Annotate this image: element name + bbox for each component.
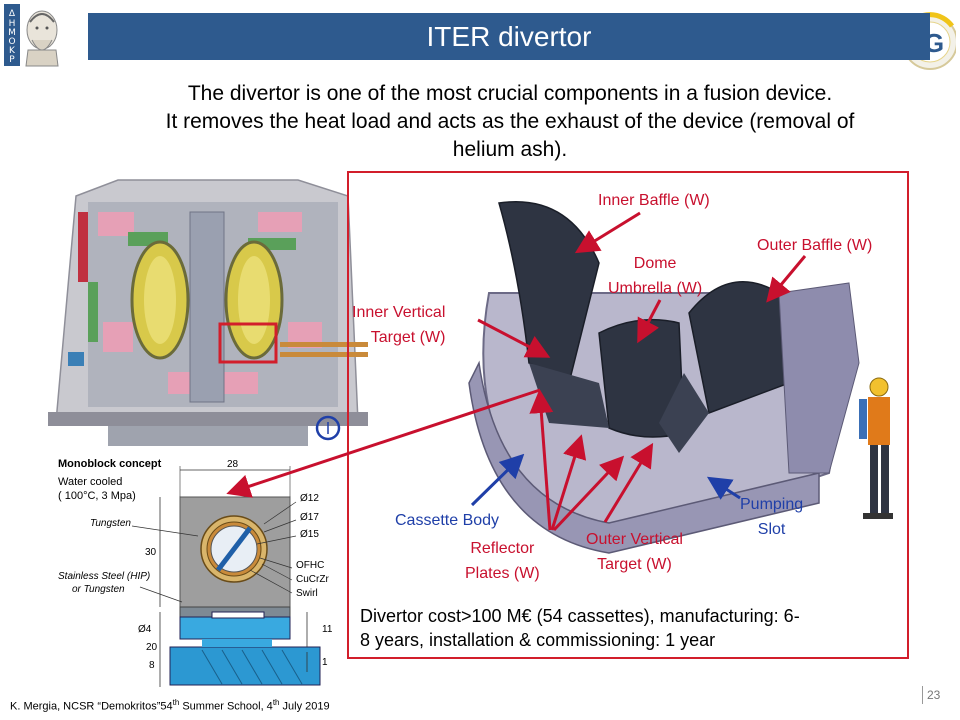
page-number-divider <box>922 686 923 704</box>
footer-part-2: Summer School, 4 <box>179 700 273 713</box>
footer-sup-2: th <box>272 698 280 707</box>
dim-width-label: 28 <box>227 459 239 470</box>
pumping-line-1: Pumping <box>740 496 804 513</box>
footer-part-3: July 2019 <box>279 700 330 713</box>
monoblock-drawing <box>52 452 347 687</box>
outer-baffle-label: Outer Baffle (W) <box>757 237 873 254</box>
dim-d17-label: Ø17 <box>300 512 319 523</box>
demokritos-logo: Δ Η Μ Ο Κ Ρ <box>2 2 62 68</box>
outer-vertical-target-label: Outer Vertical Target (W) <box>586 527 683 577</box>
dim-11-label: 11 <box>322 624 333 635</box>
tokamak-cutaway-image <box>48 172 368 452</box>
ovt-line-1: Outer Vertical <box>586 531 683 548</box>
dome-line-1: Dome <box>633 255 677 272</box>
tungsten-label: Tungsten <box>90 518 131 529</box>
dim-height-label: 30 <box>145 547 157 558</box>
dim-1-label: 1 <box>322 657 328 668</box>
dome-line-2: Umbrella (W) <box>608 280 703 297</box>
water-line-2: ( 100°C, 3 Mpa) <box>58 490 136 502</box>
cost-line-2: 8 years, installation & commissioning: 1… <box>360 630 716 650</box>
dome-umbrella-label: Dome Umbrella (W) <box>608 251 702 301</box>
dim-8-label: 8 <box>149 660 155 671</box>
footer-sup-1: th <box>172 698 180 707</box>
reflector-line-2: Plates (W) <box>465 565 540 582</box>
dim-d15-label: Ø15 <box>300 529 319 540</box>
water-line-1: Water cooled <box>58 476 123 488</box>
svg-text:Κ: Κ <box>9 46 16 56</box>
reflector-line-1: Reflector <box>470 540 535 557</box>
intro-line-2: It removes the heat load and acts as the… <box>165 110 855 133</box>
ivt-line-2: Target (W) <box>370 329 446 346</box>
cassette-body-label: Cassette Body <box>395 512 500 529</box>
svg-text:Μ: Μ <box>8 28 16 38</box>
divertor-cost-note: Divertor cost>100 M€ (54 cassettes), man… <box>360 604 900 652</box>
title-bar: ITER divertor <box>88 13 930 60</box>
svg-text:Η: Η <box>9 19 16 29</box>
cost-line-1: Divertor cost>100 M€ (54 cassettes), man… <box>360 606 800 626</box>
svg-text:Δ: Δ <box>9 9 16 19</box>
swirl-label: Swirl <box>296 588 318 599</box>
reflector-plates-label: Reflector Plates (W) <box>465 536 540 586</box>
monoblock-water-note: Water cooled ( 100°C, 3 Mpa) <box>58 475 136 503</box>
intro-line-3: helium ash). <box>452 138 568 161</box>
ovt-line-2: Target (W) <box>597 556 672 573</box>
dim-d4-label: Ø4 <box>138 624 152 635</box>
intro-text: The divertor is one of the most crucial … <box>100 80 920 164</box>
page-number: 23 <box>927 688 941 702</box>
inner-baffle-label: Inner Baffle (W) <box>598 192 710 209</box>
ofhc-label: OFHC <box>296 560 325 571</box>
svg-text:Ο: Ο <box>8 37 15 47</box>
dim-d12-label: Ø12 <box>300 493 319 504</box>
footer-part-1: K. Mergia, NCSR “Demokritos”54 <box>10 700 173 713</box>
monoblock-title: Monoblock concept <box>58 458 162 470</box>
ivt-line-1: Inner Vertical <box>352 304 446 321</box>
cucrzr-label: CuCrZr <box>296 574 329 585</box>
inner-vertical-target-label: Inner Vertical Target (W) <box>352 300 445 350</box>
pumping-line-2: Slot <box>757 521 786 538</box>
footer-credit: K. Mergia, NCSR “Demokritos”54th Summer … <box>10 698 330 713</box>
steel-line-2: or Tungsten <box>72 584 125 595</box>
dim-20-label: 20 <box>146 642 158 653</box>
pumping-slot-label: Pumping Slot <box>740 492 803 542</box>
intro-line-1: The divertor is one of the most crucial … <box>187 82 833 105</box>
svg-text:Ρ: Ρ <box>9 55 15 65</box>
slide-title: ITER divertor <box>426 20 592 52</box>
steel-line-1: Stainless Steel (HIP) <box>58 571 151 582</box>
